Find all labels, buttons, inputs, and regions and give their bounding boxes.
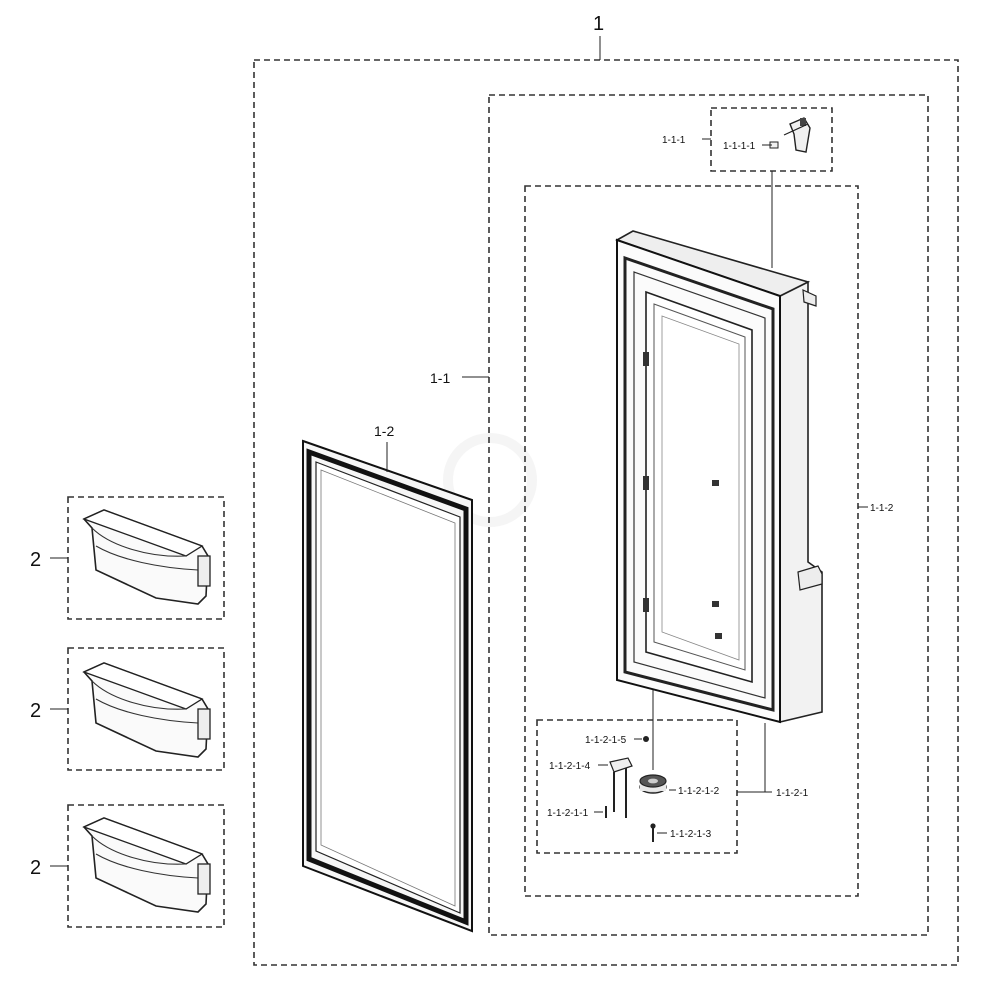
label-cap-part-1: 1-1-2-1-1 [547, 808, 589, 819]
label-guard-1: 2 [30, 549, 41, 571]
label-cap-assembly: 1-1-2-1 [776, 788, 809, 799]
leader-lines [50, 36, 868, 867]
label-gasket: 1-2 [374, 423, 394, 439]
label-cap-part-5: 1-1-2-1-5 [585, 735, 627, 746]
label-cap-part-2: 1-1-2-1-2 [678, 786, 720, 797]
door-gasket [302, 439, 473, 933]
cap-assembly-parts [605, 736, 667, 842]
label-assembly: 1 [593, 13, 604, 35]
label-guard-2: 2 [30, 700, 41, 722]
cap-assembly-box [536, 719, 738, 854]
label-hinge-part: 1-1-1-1 [723, 141, 756, 152]
assembly-1-box [253, 59, 959, 966]
door-guard-2 [82, 662, 211, 758]
label-cap-part-4: 1-1-2-1-4 [549, 761, 591, 772]
label-guard-3: 2 [30, 857, 41, 879]
door-guard-1 [82, 509, 211, 605]
label-door-inner: 1-1-2 [870, 503, 894, 514]
hinge-group-box [710, 107, 833, 172]
hinge-bracket [769, 117, 811, 153]
door-inner-box [524, 185, 859, 897]
watermark-graphic [443, 433, 537, 527]
label-cap-part-3: 1-1-2-1-3 [670, 829, 712, 840]
door-guard-3 [82, 817, 211, 913]
label-door-assembly: 1-1 [430, 370, 450, 386]
door-inner-panel [615, 230, 823, 724]
label-hinge-group: 1-1-1 [662, 135, 686, 146]
